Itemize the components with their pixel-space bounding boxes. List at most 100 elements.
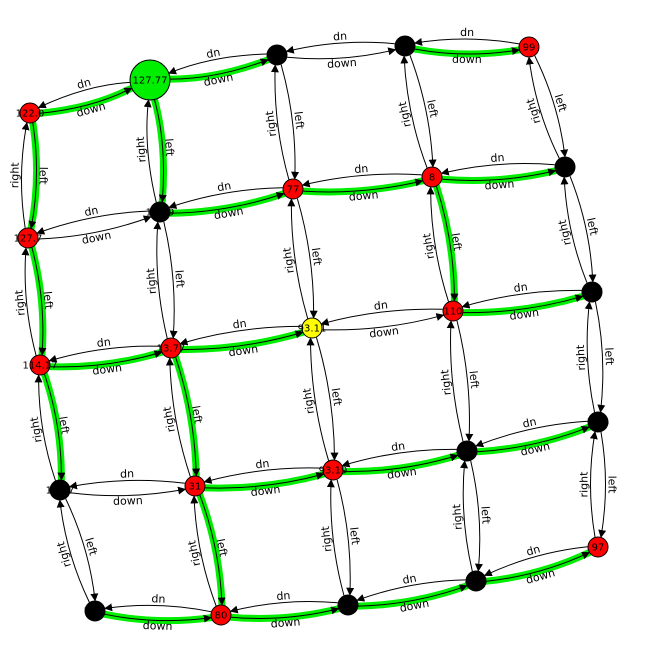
edge-r3c1-r3c0-up-arrow xyxy=(68,479,185,490)
edge-r3c1-r3c2-down-label: down xyxy=(250,483,281,499)
edge-r3c2-r4c2-left: left xyxy=(336,479,362,596)
edge-r1c1-r1c0-up-arrow xyxy=(36,210,150,235)
edge-r2c2-r3c2-left-arrow xyxy=(315,337,339,461)
edge-r1c1-r1c2-down: down xyxy=(166,190,288,222)
edge-r0c0-r1c0-left-label: left xyxy=(36,167,49,186)
edge-r0c1-r0c0-up-label: up xyxy=(76,77,93,93)
node-label: 127.77 xyxy=(133,76,168,87)
edge-r3c0-r2c0-right-arrow xyxy=(34,374,56,481)
edge-r0c3-r1c3-left-arrow xyxy=(409,55,437,168)
edge-r1c3-r2c3-left-arrow xyxy=(436,186,459,302)
edge-r1c3-r0c3-right: right xyxy=(396,55,428,168)
graph-node: 93.11 xyxy=(298,317,327,339)
edge-r4c1-r3c1-right: right xyxy=(185,495,217,606)
edge-r4c0-r4c1-down-arrow xyxy=(104,613,212,623)
edge-r0c1-r1c1-left-highlight xyxy=(151,96,168,206)
edge-r4c0-r3c0-right-arrow xyxy=(56,499,90,603)
edge-r3c4-r2c4-right: right xyxy=(574,301,596,413)
node-circle xyxy=(17,227,39,249)
graph-node: 142 xyxy=(266,44,288,66)
edge-r1c4-r1c3-up-label: up xyxy=(490,152,505,166)
edge-r3c2-r4c2-left-arrow xyxy=(336,479,355,596)
graph-node: 67 xyxy=(394,35,416,57)
edge-r2c4-r3c4-left-arrow xyxy=(594,301,606,413)
node-label: 127.7 xyxy=(14,234,43,245)
edge-r1c0-r1c1-down-label: down xyxy=(81,229,113,247)
edge-r2c4-r1c4-right-label: right xyxy=(556,218,574,247)
edge-r3c0-r4c0-left-arrow xyxy=(65,498,99,602)
graph-node: 114.17 xyxy=(23,354,58,376)
edge-r1c1-r1c2-down-arrow xyxy=(170,192,285,214)
edge-r2c2-r3c2-left: left xyxy=(315,337,344,461)
edge-r4c2-r4c1-up: up xyxy=(229,590,338,614)
edge-r2c2-r1c2-right-label: right xyxy=(280,246,296,274)
edge-r3c2-r3c1-up-label: up xyxy=(255,458,270,473)
edge-r1c2-r1c1-up-label: up xyxy=(216,180,232,195)
edge-r1c4-r1c3-up: up xyxy=(440,152,555,176)
edge-r1c0-r2c0-left-arrow xyxy=(31,247,47,356)
edge-r2c0-r2c1-down-arrow xyxy=(50,350,163,368)
graph-node: 88.1 xyxy=(456,440,478,462)
graph-node: 142.9 xyxy=(146,201,174,223)
edge-r3c3-r2c3-right-label: right xyxy=(438,368,454,396)
edge-r0c3-r1c3-left-label: left xyxy=(424,99,440,120)
edge-r2c3-r2c4-down: down xyxy=(459,292,586,323)
node-circle xyxy=(49,479,71,501)
edge-r4c2-r3c2-right: right xyxy=(319,479,345,596)
edge-r1c3-r0c3-right-arrow xyxy=(400,55,428,168)
graph-node: 93.19 xyxy=(319,459,348,481)
edge-r2c3-r2c2-up: up xyxy=(320,299,443,326)
edge-r1c3-r1c2-up: up xyxy=(301,163,422,188)
edge-r4c3-r4c2-up-arrow xyxy=(356,579,466,602)
edge-r0c3-r0c2-up: up xyxy=(285,31,395,54)
edge-r3c3-r4c3-left-label: left xyxy=(478,506,492,525)
node-circle xyxy=(19,102,41,124)
node-label: 97 xyxy=(592,543,605,554)
edge-r2c1-r3c1-left: left xyxy=(172,353,205,480)
edge-r2c1-r2c0-up-label: up xyxy=(96,336,112,351)
edge-r4c4-r3c4-right-arrow xyxy=(589,431,598,538)
graph-node: 79.6 xyxy=(587,411,609,433)
edge-r3c2-r3c1-up-arrow xyxy=(203,467,323,484)
edge-r2c1-r2c2-down-arrow xyxy=(181,330,304,351)
edge-r3c3-r3c2-up-label: up xyxy=(390,440,406,455)
node-label: 31 xyxy=(189,482,202,493)
edge-r3c2-r2c2-right-arrow xyxy=(306,337,330,461)
edge-r3c2-r3c3-down: down xyxy=(339,451,462,482)
edge-r3c2-r3c1-up: up xyxy=(203,458,323,484)
graph-node: 80 xyxy=(210,604,232,626)
edge-r2c0-r3c0-left-arrow xyxy=(44,374,66,481)
node-circle xyxy=(337,594,359,616)
graph-node: 53.9 xyxy=(337,594,359,616)
edge-r3c0-r4c0-left: left xyxy=(65,498,100,602)
edge-r1c3-r1c2-up-label: up xyxy=(354,163,369,177)
edge-r0c0-r0c1-down-label: down xyxy=(75,99,107,119)
edge-r1c2-r1c3-down: down xyxy=(299,177,426,204)
edge-r3c1-r2c1-right-arrow xyxy=(165,357,191,477)
edge-r3c0-r2c0-right-label: right xyxy=(28,415,45,443)
node-label: 75.9 xyxy=(84,607,106,618)
edge-r4c0-r4c1-down-label: down xyxy=(143,619,173,633)
node-circle xyxy=(587,411,609,433)
node-label: 53.9 xyxy=(337,601,359,612)
node-label: 93.19 xyxy=(319,466,348,477)
edge-r2c0-r2c1-down-label: down xyxy=(92,361,123,378)
edge-r2c1-r1c1-right-label: right xyxy=(144,267,159,294)
edge-r0c3-r0c2-up-label: up xyxy=(333,31,348,45)
edge-r1c3-r1c4-down: down xyxy=(438,167,559,193)
edge-r2c0-r1c0-right-arrow xyxy=(21,247,37,356)
edge-r0c2-r0c1-up-label: up xyxy=(205,47,221,62)
node-circle xyxy=(29,354,51,376)
edge-r1c1-r2c1-left-arrow xyxy=(163,221,178,339)
edge-r3c4-r4c4-left: left xyxy=(598,431,619,538)
graph-node: 47.8 xyxy=(465,570,487,592)
edge-r0c4-r0c3-up-label: up xyxy=(460,27,474,40)
edge-r1c2-r1c1-up: up xyxy=(168,180,283,209)
node-label: 93.11 xyxy=(298,324,327,335)
graph-node: 75.9 xyxy=(84,600,106,622)
edge-r0c2-r1c2-left-arrow xyxy=(280,64,300,180)
node-circle xyxy=(149,201,171,223)
edge-r3c0-r3c1-down-arrow xyxy=(70,486,187,497)
edge-r1c1-r2c1-left-label: left xyxy=(172,269,186,288)
edge-r4c1-r3c1-right-label: right xyxy=(185,539,203,568)
